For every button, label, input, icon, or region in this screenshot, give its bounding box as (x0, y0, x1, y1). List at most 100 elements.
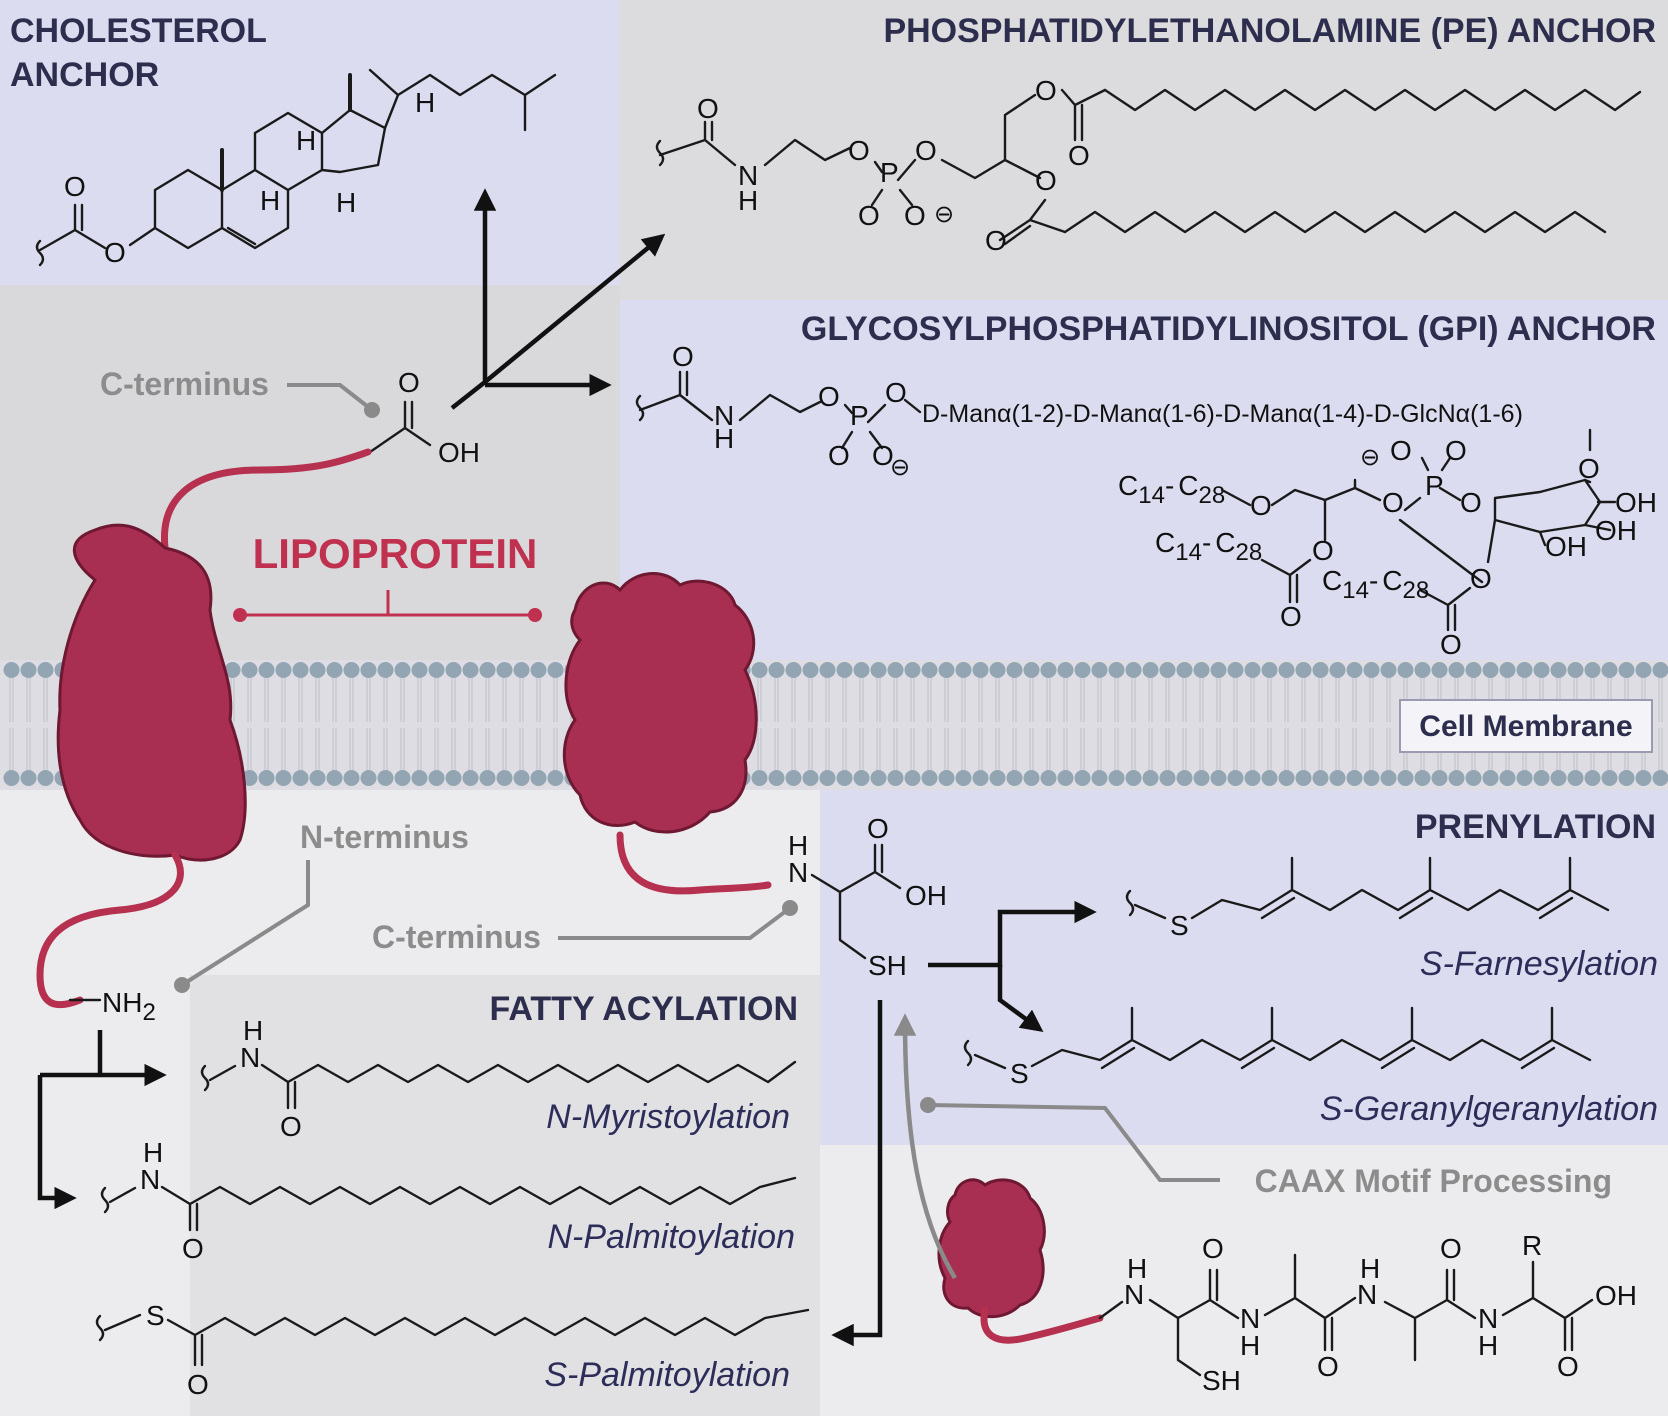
atom-o: O (1460, 487, 1482, 518)
atom-o: O (1470, 563, 1492, 594)
farnesylation-label: S-Farnesylation (1420, 945, 1658, 983)
c-terminus-bottom-label: C-terminus (372, 919, 541, 955)
s-palmitoylation-label: S-Palmitoylation (544, 1356, 790, 1394)
fatty-acylation-title: FATTY ACYLATION (489, 990, 798, 1028)
c-terminus-acid: O OH (368, 367, 480, 468)
lipoprotein-label: LIPOPROTEIN (253, 530, 538, 577)
charge-minus: ⊖ (934, 201, 954, 228)
atom-h: H (788, 830, 808, 861)
wavy-bond-icon (35, 239, 45, 267)
cysteine-structure: H N O OH SH (788, 813, 947, 981)
atom-o: O (182, 1233, 204, 1264)
atom-o: O (1312, 535, 1334, 566)
atom-o: O (280, 1111, 302, 1142)
atom-o: O (104, 237, 126, 268)
atom-o: O (915, 135, 937, 166)
protein-c-tail-top (160, 448, 372, 552)
geranylgeranylation-label: S-Geranylgeranylation (1320, 1090, 1658, 1128)
c-terminus-top-label: C-terminus (100, 366, 269, 402)
protein-caax-tail (980, 1306, 1104, 1344)
atom-o: O (672, 341, 694, 372)
atom-oh: OH (1545, 531, 1587, 562)
atom-s: S (1010, 1058, 1029, 1089)
caax-leader (927, 1103, 1220, 1182)
protein-blob-icon (937, 1178, 1046, 1319)
cell-membrane-label: Cell Membrane (1419, 710, 1632, 743)
atom-r: R (1522, 1230, 1542, 1261)
protein-blob-icon (56, 523, 247, 862)
atom-o: O (1317, 1351, 1339, 1382)
n-myristoylation-structure: H N O (200, 1015, 797, 1142)
atom-n: N (788, 857, 808, 888)
leader-dot (920, 1097, 936, 1113)
atom-o: O (1390, 435, 1412, 466)
cholesterol-panel (0, 0, 620, 285)
atom-s: S (146, 1300, 165, 1331)
atom-o: O (858, 200, 880, 231)
atom-h: H (415, 87, 435, 118)
atom-n: N (240, 1042, 260, 1073)
atom-o: O (1557, 1351, 1579, 1382)
pe-structure: O N H O P O O O ⊖ O O O O (655, 75, 1642, 256)
atom-h: H (296, 125, 316, 156)
cell-membrane-label-box (1399, 699, 1653, 753)
caax-label: CAAX Motif Processing (1255, 1163, 1612, 1199)
atom-o: O (187, 1369, 209, 1400)
wavy-bond-icon (963, 1039, 973, 1067)
atom-o: O (872, 440, 894, 471)
atom-o: O (1578, 453, 1600, 484)
atom-o: O (64, 171, 86, 202)
wavy-bond-icon (95, 1314, 105, 1342)
atom-o: O (1250, 490, 1272, 521)
n-palmitoylation-structure: H N O (100, 1137, 797, 1264)
atom-p: P (1425, 470, 1444, 501)
chain-c14-c28-3: C14-C28 (1322, 565, 1429, 604)
atom-o: O (904, 200, 926, 231)
atom-oh: OH (1595, 515, 1637, 546)
atom-o: O (1202, 1233, 1224, 1264)
atom-sh: SH (868, 950, 907, 981)
atom-n: N (1357, 1279, 1377, 1310)
arrow-to-palmitoylation (37, 1075, 77, 1210)
atom-h: H (1240, 1330, 1260, 1361)
atom-o: O (1382, 487, 1404, 518)
geranylgeranyl-structure: S (963, 1006, 1592, 1089)
atom-sh: SH (1202, 1365, 1241, 1396)
wavy-bond-icon (1125, 889, 1135, 917)
atom-o: O (885, 377, 907, 408)
charge-minus: ⊖ (890, 454, 910, 481)
wavy-bond-icon (635, 394, 645, 422)
n-palmitoylation-label: N-Palmitoylation (547, 1218, 795, 1256)
c-terminus-top-leader (287, 383, 374, 412)
atom-n: N (714, 400, 734, 431)
atom-h: H (260, 185, 280, 216)
atom-o: O (1068, 140, 1090, 171)
wavy-bond-icon (655, 139, 665, 167)
atom-o: O (1440, 1233, 1462, 1264)
atom-h: H (243, 1015, 263, 1046)
atom-oh: OH (438, 437, 480, 468)
atom-o: O (1035, 75, 1057, 106)
charge-minus: ⊖ (1360, 444, 1380, 471)
n-terminus-label: N-terminus (300, 819, 469, 855)
chain-c14-c28-2: C14-C28 (1155, 527, 1262, 566)
atom-h: H (1360, 1253, 1380, 1284)
cholesterol-title-line1: CHOLESTEROL (10, 12, 267, 50)
atom-n: N (1478, 1303, 1498, 1334)
atom-h: H (738, 185, 758, 216)
atom-o: O (818, 381, 840, 412)
gpi-panel (620, 300, 1668, 660)
atom-oh: OH (1615, 487, 1657, 518)
caax-peptide-structure: H N O SH N H O H N O N H R O OH (1098, 1230, 1637, 1396)
atom-p: P (850, 400, 869, 431)
protein-blob-icon (562, 572, 758, 834)
n-terminus-leader (180, 860, 310, 987)
atom-o: O (1445, 435, 1467, 466)
atom-o: O (985, 225, 1007, 256)
atom-n: N (1240, 1303, 1260, 1334)
arrow-to-farnesylation (928, 900, 1097, 968)
c-terminus-bottom-leader (558, 906, 792, 940)
nh2-group: NH2 (102, 987, 156, 1026)
